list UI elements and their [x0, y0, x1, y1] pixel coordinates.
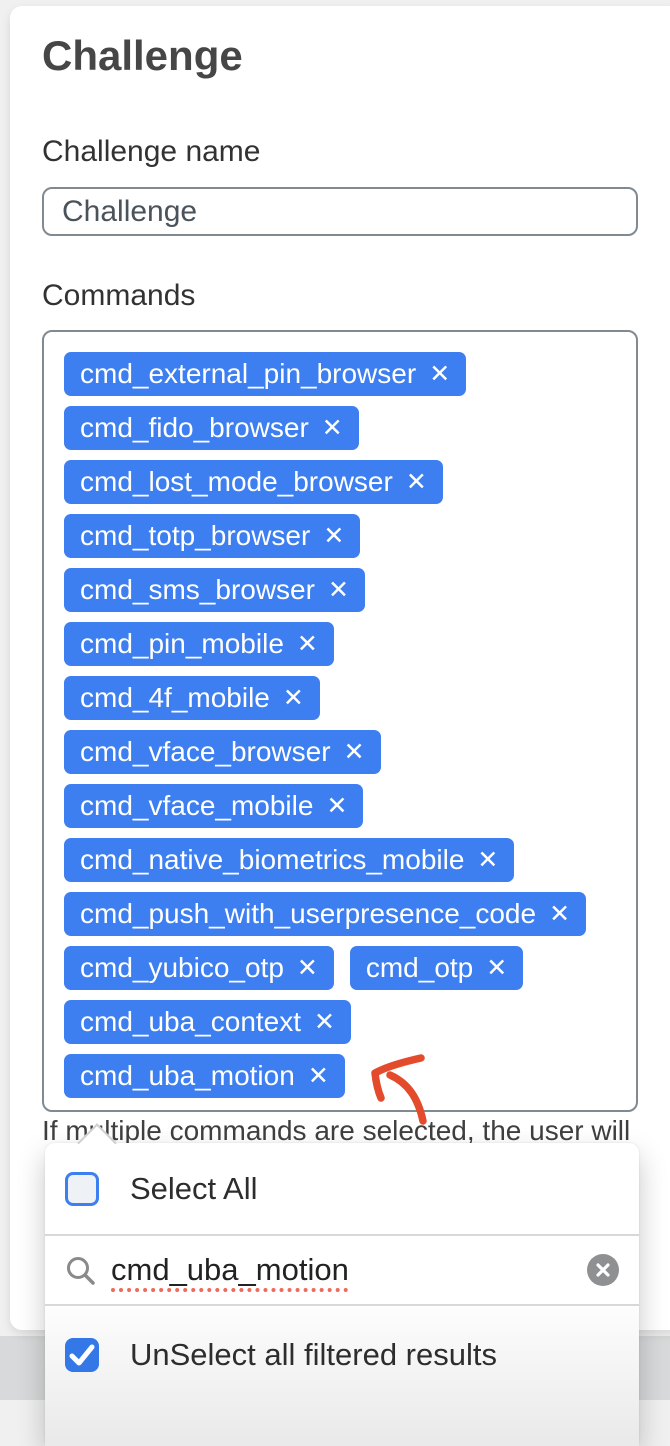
- command-chip-label: cmd_uba_context: [80, 1006, 302, 1037]
- chip-remove-icon[interactable]: ✕: [307, 1062, 329, 1090]
- chip-remove-icon[interactable]: ✕: [314, 1008, 335, 1036]
- select-all-label: Select All: [130, 1170, 258, 1206]
- dropdown-search-row[interactable]: cmd_uba_motion: [45, 1236, 639, 1306]
- chip-remove-icon[interactable]: ✕: [327, 576, 349, 604]
- command-chip[interactable]: cmd_totp_browser ✕: [64, 514, 361, 558]
- command-chip[interactable]: cmd_fido_browser ✕: [64, 406, 359, 450]
- command-chip[interactable]: cmd_yubico_otp ✕: [64, 946, 334, 990]
- command-chip-label: cmd_vface_mobile: [80, 790, 314, 821]
- checkmark-icon: [69, 1344, 95, 1366]
- challenge-name-label: Challenge name: [42, 135, 261, 168]
- chip-remove-icon[interactable]: ✕: [405, 468, 427, 496]
- chip-remove-icon[interactable]: ✕: [477, 846, 499, 874]
- chip-remove-icon[interactable]: ✕: [486, 954, 508, 982]
- red-arrow-annotation: [371, 1054, 427, 1125]
- command-chip[interactable]: cmd_external_pin_browser ✕: [64, 352, 467, 396]
- chip-remove-icon[interactable]: ✕: [321, 414, 343, 442]
- command-chip[interactable]: cmd_4f_mobile ✕: [64, 676, 320, 720]
- clear-search-button[interactable]: [587, 1254, 619, 1286]
- command-chip-label: cmd_lost_mode_browser: [80, 466, 393, 497]
- command-chip[interactable]: cmd_lost_mode_browser ✕: [64, 460, 443, 504]
- challenge-name-input[interactable]: Challenge: [42, 187, 638, 236]
- command-chip[interactable]: cmd_uba_context ✕: [64, 1000, 351, 1044]
- command-chip-label: cmd_totp_browser: [80, 520, 311, 551]
- close-icon: [596, 1263, 610, 1277]
- commands-chips: cmd_external_pin_browser✕cmd_fido_browse…: [64, 352, 616, 1098]
- command-chip-label: cmd_push_with_userpresence_code: [80, 898, 537, 929]
- command-chip-label: cmd_yubico_otp: [80, 952, 284, 983]
- select-all-checkbox[interactable]: [65, 1171, 99, 1206]
- commands-multiselect[interactable]: cmd_external_pin_browser✕cmd_fido_browse…: [42, 330, 638, 1112]
- select-all-row[interactable]: Select All: [45, 1143, 639, 1236]
- chip-remove-icon[interactable]: ✕: [549, 900, 571, 928]
- command-chip[interactable]: cmd_vface_mobile ✕: [64, 784, 364, 828]
- command-chip-label: cmd_4f_mobile: [80, 682, 270, 713]
- dropdown-search-input[interactable]: cmd_uba_motion: [111, 1252, 349, 1287]
- command-chip[interactable]: cmd_uba_motion ✕: [64, 1054, 345, 1098]
- chip-remove-icon[interactable]: ✕: [343, 738, 365, 766]
- chip-remove-icon[interactable]: ✕: [296, 954, 318, 982]
- unselect-filtered-checkbox[interactable]: [65, 1338, 99, 1372]
- command-chip-label: cmd_uba_motion: [80, 1060, 295, 1091]
- command-chip[interactable]: cmd_push_with_userpresence_code ✕: [64, 892, 587, 936]
- search-icon: [67, 1256, 95, 1285]
- command-chip-label: cmd_native_biometrics_mobile: [80, 844, 465, 875]
- chip-remove-icon[interactable]: ✕: [326, 792, 348, 820]
- commands-helper-text: If multiple commands are selected, the u…: [42, 1115, 631, 1146]
- command-chip-label: cmd_pin_mobile: [80, 628, 284, 659]
- command-chip[interactable]: cmd_otp ✕: [349, 946, 524, 990]
- chip-remove-icon[interactable]: ✕: [282, 684, 304, 712]
- command-chip-label: cmd_external_pin_browser: [80, 358, 417, 389]
- command-chip-label: cmd_otp: [365, 952, 474, 983]
- command-chip[interactable]: cmd_pin_mobile ✕: [64, 622, 334, 666]
- command-chip[interactable]: cmd_native_biometrics_mobile ✕: [64, 838, 515, 882]
- page-title: Challenge: [42, 32, 243, 79]
- unselect-filtered-label: UnSelect all filtered results: [130, 1337, 497, 1372]
- commands-dropdown-panel: Select All cmd_uba_motion UnSelect all f…: [45, 1123, 639, 1446]
- command-chip-label: cmd_vface_browser: [80, 736, 331, 767]
- chip-remove-icon[interactable]: ✕: [323, 522, 345, 550]
- challenge-name-value: Challenge: [62, 194, 198, 228]
- command-chip[interactable]: cmd_vface_browser ✕: [64, 730, 381, 774]
- chip-remove-icon[interactable]: ✕: [296, 630, 318, 658]
- command-chip[interactable]: cmd_sms_browser ✕: [64, 568, 365, 612]
- command-chip-label: cmd_sms_browser: [80, 574, 315, 605]
- challenge-form-card: Challenge Challenge name Challenge Comma…: [10, 6, 670, 1330]
- unselect-filtered-row[interactable]: UnSelect all filtered results: [45, 1306, 639, 1446]
- chip-remove-icon[interactable]: ✕: [429, 360, 451, 388]
- command-chip-label: cmd_fido_browser: [80, 412, 309, 443]
- commands-label: Commands: [42, 279, 196, 312]
